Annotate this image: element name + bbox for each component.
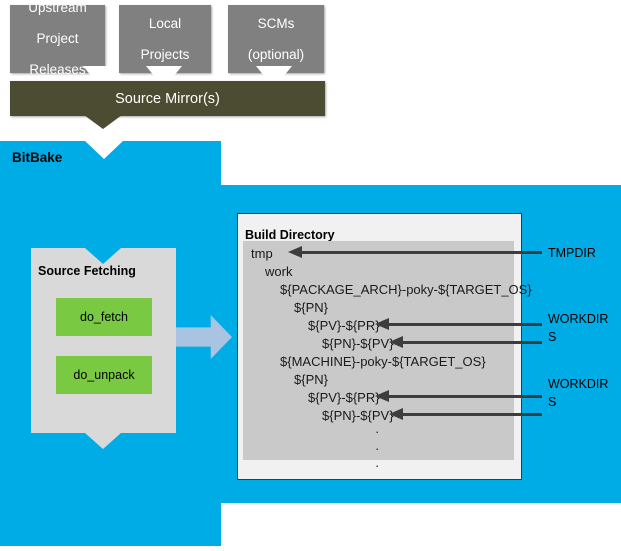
tree-line: ${PN} [294,372,328,387]
tree-ellipsis-dot: · [375,441,380,456]
pointer-line-workdir-1 [387,323,542,326]
pointer-line-s-1 [401,341,542,344]
pointer-label-workdir-2: WORKDIR [548,377,609,391]
tree-line: tmp [251,246,273,261]
pointer-label-s-1: S [548,330,557,344]
tree-line: ${PV}-${PR} [308,390,380,405]
tree-line: ${PN}-${PV} [322,336,394,351]
task-do-unpack[interactable]: do_unpack [56,356,152,394]
pointer-line-tmpdir [300,251,542,254]
source-label-line: Project [36,31,79,47]
task-label: do_fetch [80,310,128,324]
source-box-local: Local Projects [119,5,211,73]
build-directory-title: Build Directory [245,228,335,242]
pointer-label-workdir-1: WORKDIR [548,312,609,326]
source-mirror-label: Source Mirror(s) [115,90,220,107]
tree-line: ${PV}-${PR} [308,318,380,333]
source-box-scms: SCMs (optional) [228,5,324,73]
source-label-line: Releases [29,62,86,78]
tree-ellipsis-dot: · [375,458,380,473]
source-mirror-bar: Source Mirror(s) [10,81,325,116]
pointer-label-s-2: S [548,395,557,409]
tree-line: ${MACHINE}-poky-${TARGET_OS} [280,354,486,369]
tree-line: ${PN}-${PV} [322,408,394,423]
source-fetching-panel [31,248,176,433]
tree-line: ${PN} [294,300,328,315]
pointer-line-workdir-2 [387,395,542,398]
tree-ellipsis-dot: · [375,424,380,439]
source-label-line: Upstream [28,0,87,16]
tree-line: ${PACKAGE_ARCH}-poky-${TARGET_OS} [280,282,532,297]
source-label-line: (optional) [247,46,305,62]
source-label-line: Projects [140,46,190,62]
pointer-label-tmpdir: TMPDIR [548,246,596,260]
source-label-line: Local [148,15,182,31]
source-label-line: SCMs [257,15,295,31]
tree-line: work [265,264,293,279]
pointer-line-s-2 [401,413,542,416]
bitbake-region-lower-left [0,502,221,546]
bitbake-title: BitBake [12,150,63,165]
mirror-down-arrow-icon [84,115,122,129]
task-label: do_unpack [73,368,135,382]
source-fetching-title: Source Fetching [38,264,136,278]
directory-tree-panel [243,241,514,460]
task-do-fetch[interactable]: do_fetch [56,298,152,336]
source-box-upstream: Upstream Project Releases [10,0,105,77]
